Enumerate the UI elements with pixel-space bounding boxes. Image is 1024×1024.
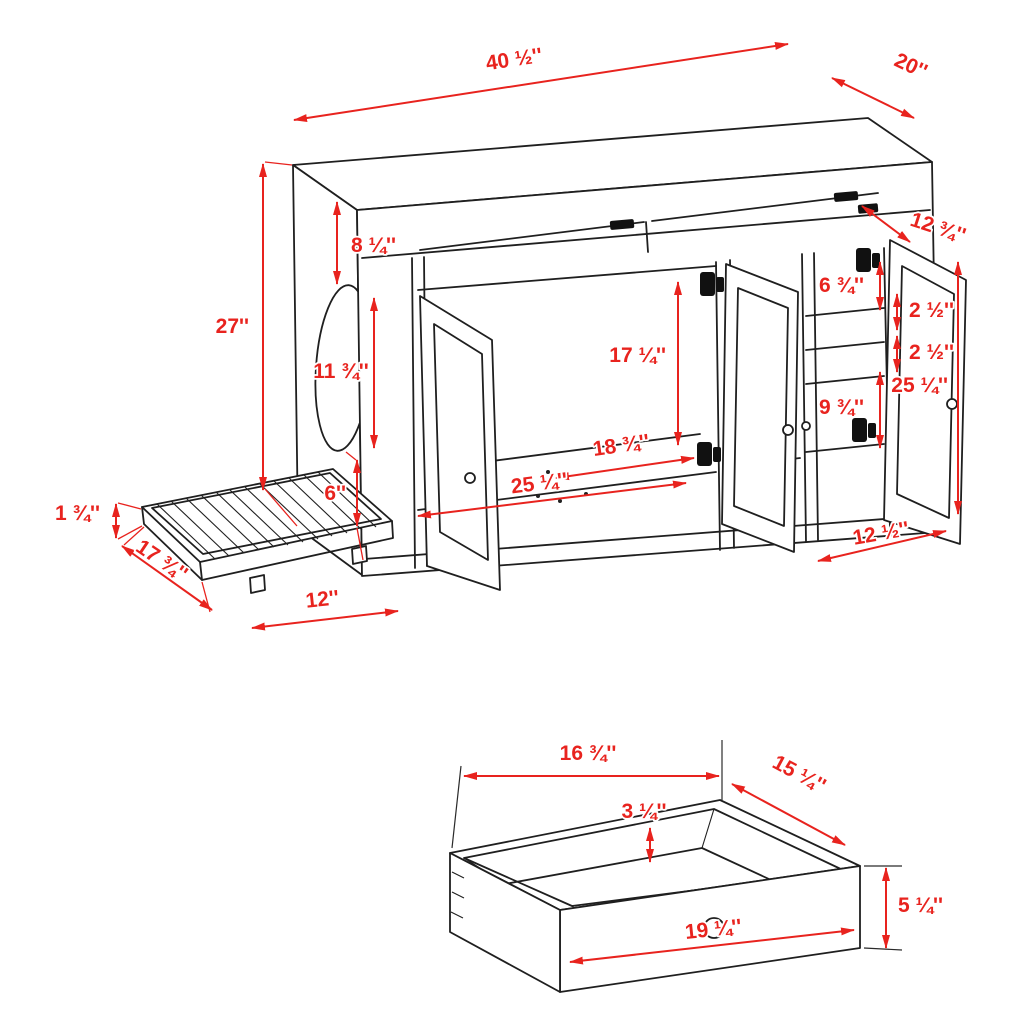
dim-drawer-height: 5 ¼'' <box>882 867 945 949</box>
dim-label-top-depth: 20'' <box>891 49 931 84</box>
dim-right-top-section: 6 ¾'' <box>817 261 884 311</box>
dim-label-ramp-width: 12'' <box>305 586 341 612</box>
dim-interior-height: 17 ¼'' <box>608 281 682 446</box>
dim-drawer-inner-width: 16 ¾'' <box>463 740 720 780</box>
dim-label-overall-height: 27'' <box>216 315 249 338</box>
dim-top-depth: 20'' <box>831 47 932 119</box>
dim-label-side-opening-bottom: 6'' <box>324 482 346 505</box>
dim-drawer-inner-depth: 3 ¼'' <box>620 798 668 863</box>
dim-drawer-front-width: 19 ¼'' <box>569 913 855 965</box>
dim-overall-height: 27'' <box>214 161 298 527</box>
dim-ramp-thickness: 1 ¾'' <box>53 500 143 540</box>
dim-label-right-top-section: 6 ¾'' <box>819 274 864 297</box>
dim-right-door-height: 25 ¼'' <box>890 261 962 515</box>
dim-label-right-door-height: 25 ¼'' <box>891 374 948 397</box>
right-door-knob <box>946 398 958 410</box>
dim-label-drawer-front-width: 19 ¼'' <box>684 915 743 944</box>
dim-right-shelf-gap-1: 2 ½'' <box>893 293 956 331</box>
middle-door-knob <box>782 424 794 436</box>
ramp-slats <box>156 471 377 560</box>
middle-door <box>721 263 799 553</box>
dim-top-width: 40 ½'' <box>293 42 789 122</box>
right-door <box>883 239 967 545</box>
dim-label-drawer-inner-width: 16 ¾'' <box>560 742 617 765</box>
dim-label-interior-height: 17 ¼'' <box>609 344 666 367</box>
dim-label-opening-top-offset: 8 ¼'' <box>351 234 396 257</box>
dim-label-top-width: 40 ½'' <box>484 44 543 75</box>
dim-label-drawer-inner-depth: 3 ¼'' <box>621 800 666 823</box>
left-door-knob <box>464 472 476 484</box>
cabinet-drawing <box>292 117 967 591</box>
dim-side-opening-bottom: 6'' <box>323 451 364 561</box>
dim-opening-top-offset: 8 ¼'' <box>333 201 398 285</box>
dim-label-drawer-height: 5 ¼'' <box>898 894 943 917</box>
dim-right-bottom-section: 9 ¾'' <box>817 371 884 449</box>
dim-label-ramp-thickness: 1 ¾'' <box>55 502 100 525</box>
dim-label-side-opening-height: 11 ¾'' <box>313 360 369 383</box>
drawer-drawing <box>449 740 903 993</box>
dim-label-right-bottom-section: 9 ¾'' <box>819 396 864 419</box>
hinge-hardware <box>697 248 880 466</box>
dim-right-shelf-gap-2: 2 ½'' <box>893 335 956 373</box>
dimension-annotations: 40 ½'' 20'' 12 ¾'' 8 ¼'' 27'' 11 ¾'' 6'' <box>53 42 970 965</box>
dim-side-opening-height: 11 ¾'' <box>311 297 378 449</box>
dim-label-right-shelf-gap-1: 2 ½'' <box>909 299 954 322</box>
dim-label-drawer-depth: 15 ¼'' <box>769 751 830 798</box>
dim-ramp-width: 12'' <box>251 585 399 631</box>
dim-label-right-shelf-gap-2: 2 ½'' <box>909 341 954 364</box>
left-door <box>419 295 501 591</box>
